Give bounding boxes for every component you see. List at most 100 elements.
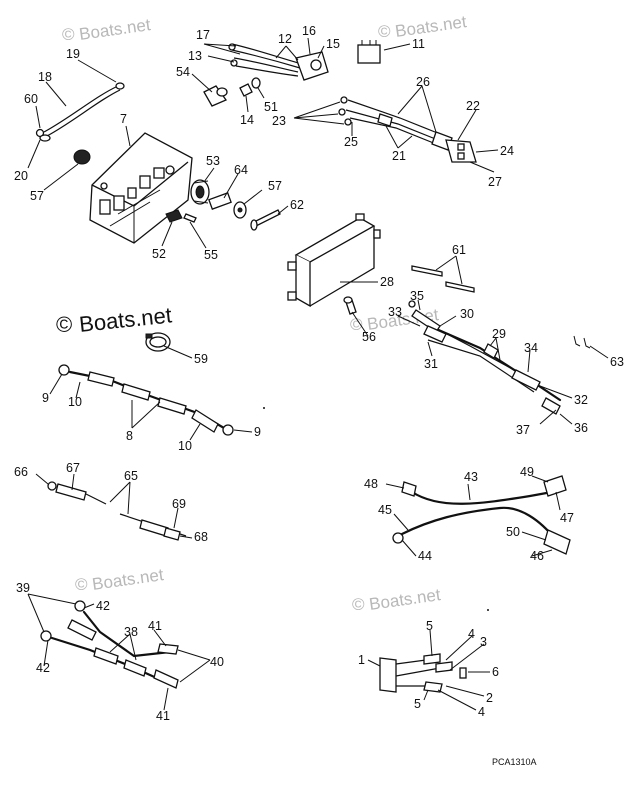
callout-40: 40: [210, 655, 224, 669]
watermark-text: Boats.net: [394, 12, 468, 41]
callout-51: 51: [264, 100, 278, 114]
callouts: 17 12 16 15 11 13 19 18 60 20 7 57 54 14…: [14, 24, 624, 723]
callout-33: 33: [388, 305, 402, 319]
callout-64: 64: [234, 163, 248, 177]
callout-49: 49: [520, 465, 534, 479]
callout-63: 63: [610, 355, 624, 369]
sleeves-61[interactable]: [411, 265, 475, 293]
harness-43[interactable]: [392, 475, 571, 555]
callout-35: 35: [410, 289, 424, 303]
callout-4a: 4: [468, 627, 475, 641]
callout-66: 66: [14, 465, 28, 479]
callout-56: 56: [362, 330, 376, 344]
callout-52: 52: [152, 247, 166, 261]
callout-31: 31: [424, 357, 438, 371]
callout-32: 32: [574, 393, 588, 407]
module-28[interactable]: [287, 213, 381, 308]
ground-strap-18[interactable]: [35, 82, 125, 142]
callout-5a: 5: [426, 619, 433, 633]
harness-12[interactable]: [228, 43, 329, 81]
cable-38[interactable]: [40, 600, 179, 689]
screw-55[interactable]: [183, 213, 197, 223]
grommet-53[interactable]: [190, 179, 210, 205]
connector-54[interactable]: [203, 85, 228, 107]
lead-65[interactable]: [47, 481, 187, 541]
watermark-bottom-left: © Boats.net: [75, 565, 165, 594]
callout-39: 39: [16, 581, 30, 595]
callout-67: 67: [66, 461, 80, 475]
leader-lines: [27, 37, 609, 711]
callout-53: 53: [206, 154, 220, 168]
callout-34: 34: [524, 341, 538, 355]
callout-28: 28: [380, 275, 394, 289]
screw-56[interactable]: [343, 296, 357, 315]
washer-57b[interactable]: [233, 201, 247, 219]
terminal-14[interactable]: [239, 83, 253, 97]
callout-57: 57: [30, 189, 44, 203]
relay-11[interactable]: [357, 40, 381, 64]
callout-29: 29: [492, 327, 506, 341]
callout-41b: 41: [156, 709, 170, 723]
callout-6: 6: [492, 665, 499, 679]
callout-24: 24: [500, 144, 514, 158]
callout-8: 8: [126, 429, 133, 443]
callout-5b: 5: [414, 697, 421, 711]
callout-44: 44: [418, 549, 432, 563]
callout-18: 18: [38, 70, 52, 84]
callout-59: 59: [194, 352, 208, 366]
harness-29[interactable]: [408, 300, 562, 415]
watermark-text: Boats.net: [78, 15, 152, 44]
callout-65: 65: [124, 469, 138, 483]
watermark-symbol: ©: [56, 312, 72, 337]
nut-52[interactable]: [165, 209, 183, 223]
callout-42a: 42: [96, 599, 110, 613]
callout-15: 15: [326, 37, 340, 51]
screw-62[interactable]: [250, 209, 281, 231]
callout-17: 17: [196, 28, 210, 42]
callout-16: 16: [302, 24, 316, 38]
callout-30: 30: [460, 307, 474, 321]
washer-57[interactable]: [73, 149, 91, 165]
callout-9b: 9: [254, 425, 261, 439]
callout-36: 36: [574, 421, 588, 435]
watermark-text: Boats.net: [368, 585, 442, 614]
callout-3: 3: [480, 635, 487, 649]
callout-62: 62: [290, 198, 304, 212]
callout-47: 47: [560, 511, 574, 525]
callout-7: 7: [120, 112, 127, 126]
watermark-text: Boats.net: [78, 302, 173, 337]
callout-9a: 9: [42, 391, 49, 405]
callout-50: 50: [506, 525, 520, 539]
watermark-symbol: ©: [352, 595, 365, 614]
callout-46: 46: [530, 549, 544, 563]
callout-68: 68: [194, 530, 208, 544]
watermark-main: © Boats.net: [56, 302, 173, 337]
callout-61: 61: [452, 243, 466, 257]
control-box-7[interactable]: [89, 132, 193, 244]
callout-25: 25: [344, 135, 358, 149]
callout-38: 38: [124, 625, 138, 639]
callout-42b: 42: [36, 661, 50, 675]
callout-10b: 10: [178, 439, 192, 453]
callout-23: 23: [272, 114, 286, 128]
callout-41a: 41: [148, 619, 162, 633]
spacer-64[interactable]: [208, 192, 232, 210]
harness-21[interactable]: [338, 96, 477, 163]
battery-cable-8[interactable]: [58, 364, 234, 436]
callout-54: 54: [176, 65, 190, 79]
clip-63[interactable]: [573, 335, 591, 349]
connector-1[interactable]: [379, 653, 467, 693]
callout-14: 14: [240, 113, 254, 127]
callout-55: 55: [204, 248, 218, 262]
grommet-51[interactable]: [251, 77, 261, 89]
watermark-symbol: ©: [62, 25, 75, 44]
callout-13: 13: [188, 49, 202, 63]
clamp-59[interactable]: [145, 332, 171, 352]
callout-21: 21: [392, 149, 406, 163]
callout-11: 11: [412, 37, 425, 51]
callout-10a: 10: [68, 395, 82, 409]
callout-2: 2: [486, 691, 493, 705]
watermark-top: © Boats.net: [62, 15, 152, 44]
diagram-code: PCA1310A: [492, 757, 537, 767]
watermark-text: Boats.net: [91, 565, 165, 594]
